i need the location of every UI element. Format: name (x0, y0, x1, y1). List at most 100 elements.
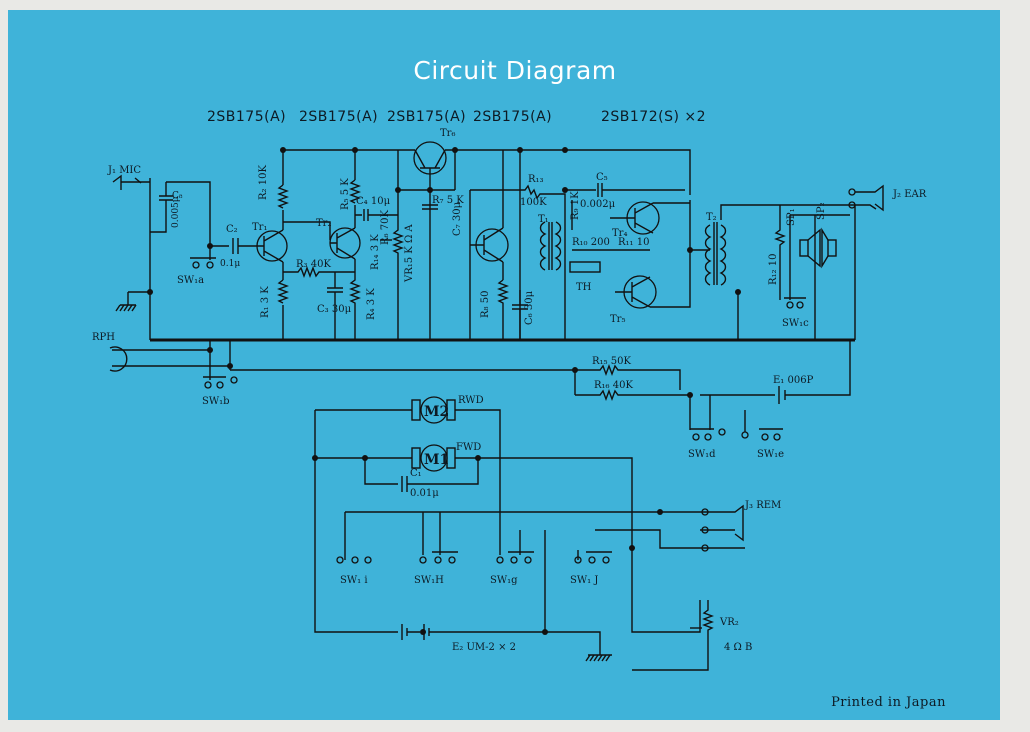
motor-m2-wire (314, 409, 501, 633)
supply-rail-right (520, 149, 691, 195)
capacitor-c3 (327, 272, 343, 340)
resistor-r2 (277, 184, 289, 209)
sw1g-contact-2 (510, 556, 518, 564)
sw1b-contact-1 (204, 381, 212, 389)
sw1g-contact-1 (496, 556, 504, 564)
r6-label: R₆ 70K (380, 210, 391, 245)
r13-label: R₁₃ (528, 174, 544, 185)
t2-secondary-wire (690, 204, 855, 340)
transistor-tr4 (610, 201, 660, 235)
t1-label: T₁ (538, 214, 549, 225)
tr1-label: Tr₁ (252, 222, 267, 233)
sw1j-contact-1 (574, 556, 582, 564)
battery-e1 (700, 340, 851, 404)
output-transistor-type-label: 2SB172(S) ×2 (601, 109, 707, 125)
capacitor-c7 (422, 204, 438, 210)
blue-paper (8, 10, 1000, 720)
sw1e-label: SW₁e (757, 449, 784, 460)
c4-label: C₄ 10μ (356, 196, 391, 207)
tr2-type-label: 2SB175(A) (299, 109, 379, 125)
sw1e-contact-1 (741, 431, 749, 439)
e2-label: E₂ UM-2 × 2 (452, 642, 516, 653)
mic-jack-label: J₁ MIC (107, 165, 141, 176)
mic-input-wire (166, 181, 211, 260)
sw1h-contact-3 (448, 556, 456, 564)
sw1b-contact-2 (216, 381, 224, 389)
page-title: Circuit Diagram (413, 56, 617, 85)
tr6-emitter-wire (398, 189, 455, 340)
transistor-tr1 (256, 229, 288, 263)
ear-jack-label: J₂ EAR (892, 189, 927, 200)
sw1a-contact-1 (192, 261, 200, 269)
tr6-label: Tr₆ (440, 128, 455, 139)
mic-jack (112, 174, 150, 190)
transistor-tr2 (329, 227, 361, 260)
sw1b-label: SW₁b (202, 396, 230, 407)
sw1i-contact-2 (351, 556, 359, 564)
c8-label: C₈ (172, 191, 183, 201)
resistor-r5 (349, 179, 361, 204)
sw1h-contact-1 (419, 556, 427, 564)
r11-label: R₁₁ 10 (618, 237, 649, 248)
sw1c-contact-2 (796, 301, 804, 309)
c6-label: C₆ 30μ (524, 290, 535, 325)
sw1h-contact-2 (434, 556, 442, 564)
vr2-value: 4 Ω B (724, 642, 752, 653)
tr2-label: Tr₂ (316, 218, 331, 229)
footer-note: Printed in Japan (831, 695, 946, 710)
vr1-potentiometer (392, 150, 404, 340)
t2-label: T₂ (706, 212, 717, 223)
c1-label: C₁ (410, 468, 422, 479)
transistor-tr5 (615, 275, 657, 309)
c5-label: C₅ (596, 172, 608, 183)
thermistor-th (569, 261, 601, 273)
sw1g-label: SW₁g (490, 575, 518, 586)
resistor-r8 (497, 279, 509, 340)
r2-label: R₂ 10K (258, 165, 269, 200)
r3-label: R₃ 40K (296, 259, 331, 270)
sw1j-contact-2 (588, 556, 596, 564)
sw1c-contact-1 (786, 301, 794, 309)
r5-label: R₅ 5 K (340, 178, 351, 210)
vr1-label: VR₁5 K Ω A (404, 224, 415, 283)
r7-label: R₇ 5 K (432, 195, 464, 206)
c2-label: C₂ (226, 224, 238, 235)
c5-value: 0.002μ (580, 199, 616, 210)
r12-label: R₁₂ 10 (768, 254, 779, 285)
motor-m2 (411, 396, 456, 424)
ground-symbol-battery (585, 654, 612, 662)
r4-label: R₄ 3 K (366, 288, 377, 320)
speaker-sp1 (799, 228, 821, 268)
fwd-label: FWD (456, 442, 481, 453)
sw1i-label: SW₁ i (340, 575, 368, 586)
sw1c-label: SW₁c (782, 318, 809, 329)
tr1-tr2-link (283, 221, 331, 240)
speaker-wire (789, 214, 850, 340)
capacitor-c6 (512, 290, 528, 340)
c8-value: 0.005μ (171, 196, 181, 228)
th-label: TH (576, 282, 592, 293)
ground-symbol-mic (115, 292, 137, 312)
remote-jack-label: J₃ REM (744, 500, 781, 511)
r13-value: 100K (520, 197, 547, 208)
c7-label: C₇ 30μ (452, 201, 463, 236)
sw1a-label: SW₁a (177, 275, 204, 286)
sw1i-contact-1 (336, 556, 344, 564)
sw1j-label: SW₁ J (570, 575, 598, 586)
sp1-label: SP₁ (786, 208, 797, 226)
sw1d-contact-1 (692, 433, 700, 441)
output-stage-wire (650, 200, 691, 308)
ear-jack (848, 184, 884, 212)
transistor-tr6 (413, 141, 447, 190)
m1-label: M1 (424, 452, 449, 468)
switch-row-wire (344, 511, 700, 632)
vr2-rheostat (632, 600, 714, 671)
resistor-r3 (283, 266, 355, 278)
resistor-r13 (470, 184, 566, 340)
remote-jack (660, 504, 745, 552)
tr1-type-label: 2SB175(A) (207, 109, 287, 125)
e1-label: E₁ 006P (773, 375, 814, 386)
sw1h-label: SW₁H (414, 575, 444, 586)
tr5-label: Tr₅ (610, 314, 625, 325)
